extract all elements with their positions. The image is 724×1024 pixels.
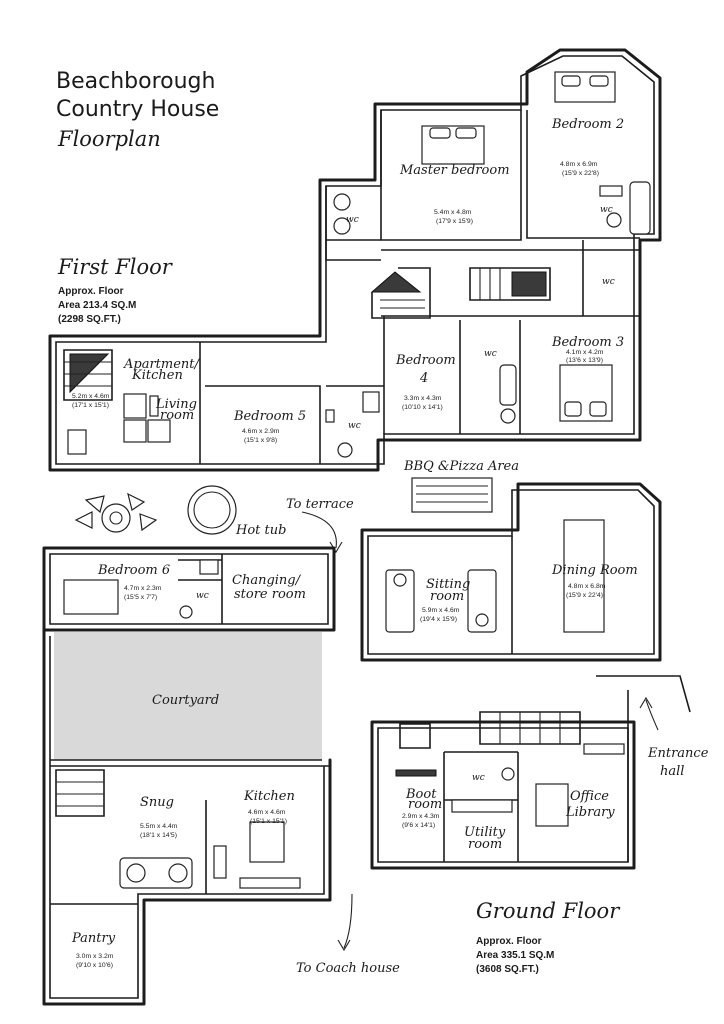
room-dim-imperial: (17'1 x 15'1) <box>72 402 109 409</box>
courtyard-label: Courtyard <box>152 693 219 708</box>
room-name: Bedroom 2 <box>551 117 624 132</box>
ground-floor-fixtures <box>55 519 625 889</box>
room-name: Master bedroom <box>399 163 510 178</box>
room-name: Snug <box>140 795 174 810</box>
room-bedroom-2: Bedroom 2 4.8m x 6.9m (15'9 x 22'8) <box>551 117 624 177</box>
first-floor-area-2: Area 213.4 SQ.M <box>58 300 136 311</box>
room-bedroom-5: Bedroom 5 4.6m x 2.9m (15'1 x 9'8) <box>233 409 306 444</box>
room-name-2: room <box>468 837 502 852</box>
room-name: Bedroom 5 <box>233 409 306 424</box>
room-name: Pantry <box>71 931 116 946</box>
room-name: Bedroom <box>395 353 456 368</box>
room-dim-imperial: (15'9 x 22'4) <box>566 592 603 599</box>
room-dim-imperial: (15'5 x 7'7) <box>124 594 157 601</box>
room-dim-imperial: (15'1 x 15'1) <box>250 818 287 825</box>
room-kitchen: Kitchen 4.6m x 4.6m (15'1 x 15'1) <box>243 789 295 825</box>
first-floor-heading: First Floor <box>57 255 174 279</box>
room-dim-imperial: (15'9 x 22'8) <box>562 170 599 177</box>
room-name: Utility <box>464 825 506 840</box>
room-boot: Boot room 2.9m x 4.3m (9'6 x 14'1) <box>402 787 442 829</box>
room-name: Boot <box>405 787 437 802</box>
entrance-label-2: hall <box>660 764 684 779</box>
first-floor-fixtures <box>67 71 651 458</box>
room-dim-imperial: (9'6 x 14'1) <box>402 822 435 829</box>
room-dim-imperial: (9'10 x 10'6) <box>76 962 113 969</box>
wc-label-3: wc <box>602 277 615 287</box>
first-floor-area-3: (2298 SQ.FT.) <box>58 314 121 325</box>
outdoor-features <box>74 477 659 952</box>
room-name-2: room <box>408 797 442 812</box>
room-pantry: Pantry 3.0m x 3.2m (9'10 x 10'6) <box>71 931 116 969</box>
wc-label-5: wc <box>348 421 361 431</box>
wc-label-4: wc <box>484 349 497 359</box>
room-dim-imperial: (10'10 x 14'1) <box>402 404 443 411</box>
room-bedroom-3: Bedroom 3 4.1m x 4.2m (13'6 x 13'9) <box>551 335 624 364</box>
to-coach-house-label: To Coach house <box>296 961 400 976</box>
room-dim: 5.4m x 4.8m <box>434 209 472 216</box>
ground-floor-area-3: (3608 SQ.FT.) <box>476 964 539 975</box>
room-dim: 4.8m x 6.8m <box>568 583 606 590</box>
living-label: Living <box>155 397 197 412</box>
title-line-2: Country House <box>56 97 219 122</box>
room-name-2: Library <box>565 805 615 820</box>
first-floor-stairs <box>63 267 551 401</box>
room-name-2: store room <box>234 587 306 602</box>
room-dim: 5.2m x 4.6m <box>72 393 110 400</box>
room-name: Sitting <box>426 577 470 592</box>
room-apartment-kitchen: Apartment/ Kitchen Living room 5.2m x 4.… <box>72 357 201 423</box>
room-snug: Snug 5.5m x 4.4m (18'1 x 14'5) <box>140 795 178 839</box>
room-dim: 4.7m x 2.3m <box>124 585 162 592</box>
ground-floor-area-1: Approx. Floor <box>476 936 542 947</box>
room-name: Office <box>570 789 609 804</box>
room-changing-store: Changing/ store room <box>232 573 306 602</box>
hot-tub-label: Hot tub <box>235 523 286 538</box>
room-master-bedroom: Master bedroom 5.4m x 4.8m (17'9 x 15'9) <box>399 163 510 225</box>
wc-label-7: wc <box>472 773 485 783</box>
room-sitting: Sitting room 5.9m x 4.6m (19'4 x 15'9) <box>420 577 470 623</box>
first-floor-area-1: Approx. Floor <box>58 286 124 297</box>
room-dim-imperial: (17'9 x 15'9) <box>436 218 473 225</box>
room-name: Bedroom 3 <box>551 335 624 350</box>
room-name-2: room <box>430 589 464 604</box>
room-name: Dining Room <box>551 563 638 578</box>
room-dim: 3.0m x 3.2m <box>76 953 114 960</box>
wc-label-2: wc <box>600 205 613 215</box>
title-line-3: Floorplan <box>57 127 161 151</box>
room-dining: Dining Room 4.8m x 6.8m (15'9 x 22'4) <box>551 563 638 599</box>
room-dim: 4.6m x 2.9m <box>242 428 280 435</box>
room-name: Apartment/ <box>123 357 201 372</box>
entrance-label-1: Entrance <box>647 746 709 761</box>
room-dim: 2.9m x 4.3m <box>402 813 440 820</box>
room-dim-imperial: (13'6 x 13'9) <box>566 357 603 364</box>
ground-floor-heading: Ground Floor <box>476 899 621 923</box>
title-line-1: Beachborough <box>56 69 215 94</box>
room-name-2: 4 <box>419 371 428 386</box>
room-dim: 4.6m x 4.6m <box>248 809 286 816</box>
room-dim-imperial: (19'4 x 15'9) <box>420 616 457 623</box>
room-name: Kitchen <box>243 789 295 804</box>
first-floor-walls <box>48 48 662 472</box>
bbq-label: BBQ &Pizza Area <box>403 459 519 474</box>
room-name-2: Kitchen <box>131 368 183 383</box>
room-utility: Utility room <box>464 825 506 852</box>
room-dim: 3.3m x 4.3m <box>404 395 442 402</box>
room-bedroom-6: Bedroom 6 4.7m x 2.3m (15'5 x 7'7) <box>97 563 170 601</box>
room-dim: 4.1m x 4.2m <box>566 349 604 356</box>
room-dim-imperial: (18'1 x 14'5) <box>140 832 177 839</box>
living-label-2: room <box>160 408 194 423</box>
room-dim: 5.9m x 4.6m <box>422 607 460 614</box>
ground-floor-area-2: Area 335.1 SQ.M <box>476 950 554 961</box>
room-dim: 5.5m x 4.4m <box>140 823 178 830</box>
ground-floor-walls <box>42 482 691 1006</box>
room-dim: 4.8m x 6.9m <box>560 161 598 168</box>
wc-label-1: wc <box>346 215 359 225</box>
wc-label-6: wc <box>196 591 209 601</box>
room-dim-imperial: (15'1 x 9'8) <box>244 437 277 444</box>
room-name: Changing/ <box>232 573 302 588</box>
room-office-library: Office Library <box>565 789 615 820</box>
room-bedroom-4: Bedroom 4 3.3m x 4.3m (10'10 x 14'1) <box>395 353 456 411</box>
to-terrace-label: To terrace <box>286 497 354 512</box>
room-name: Bedroom 6 <box>97 563 170 578</box>
